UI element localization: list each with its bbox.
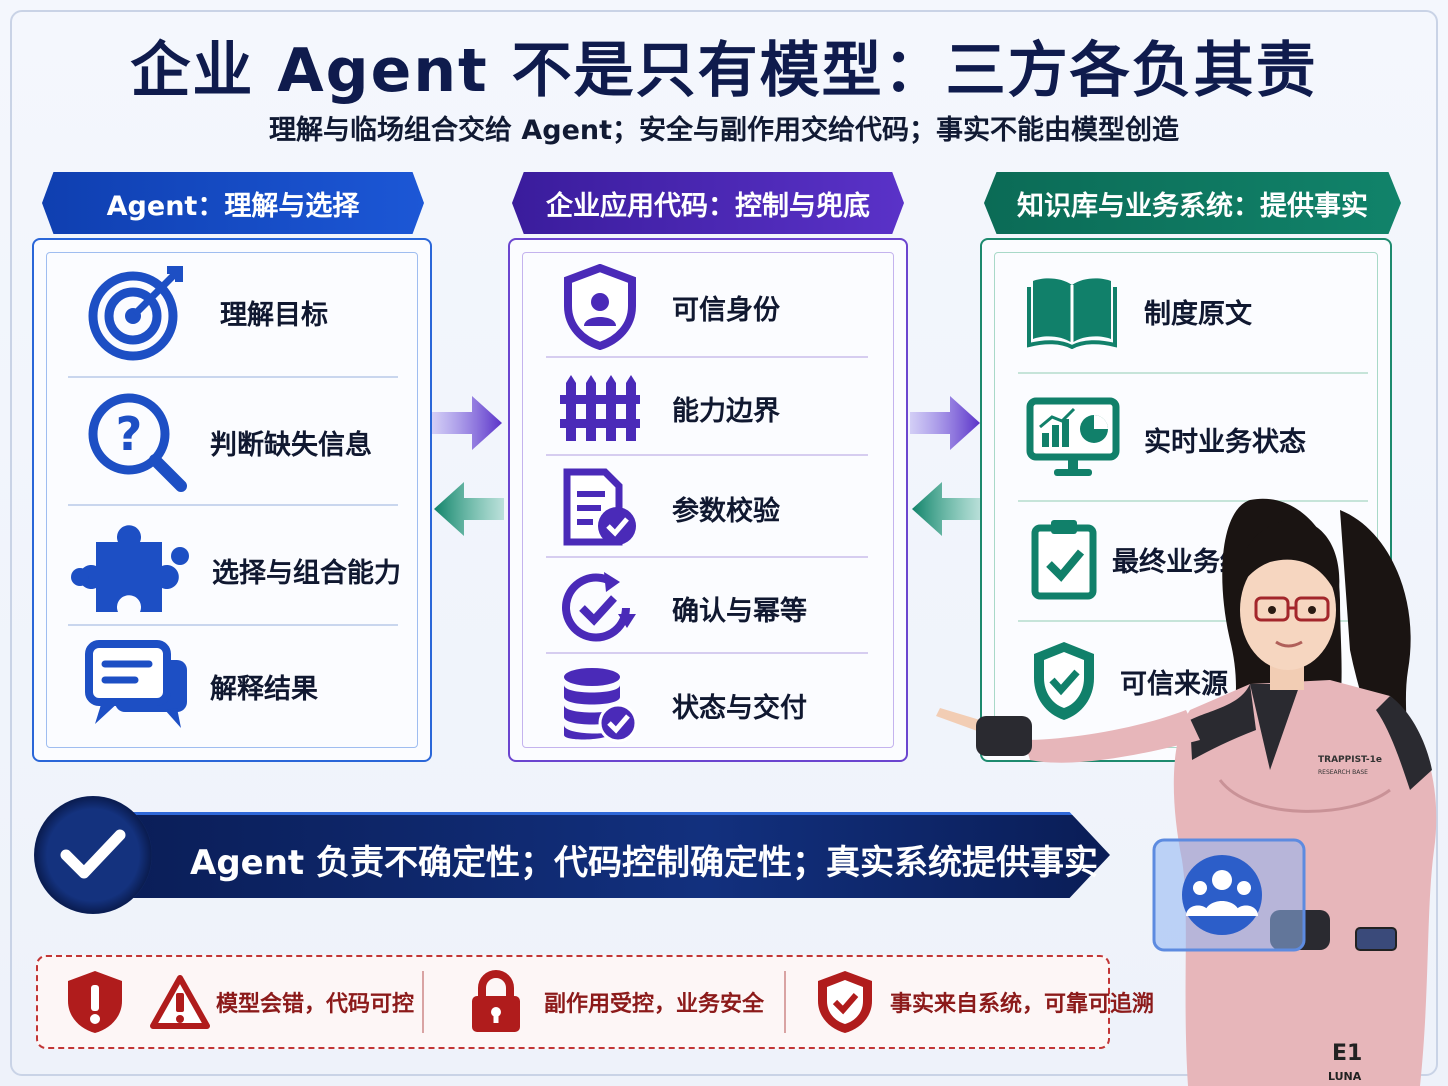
code-column-box: 可信身份 能力边界 (508, 238, 908, 762)
target-icon (82, 262, 192, 362)
arrow-left-icon (912, 482, 982, 536)
chat-bubbles-icon (82, 638, 192, 734)
shield-check-icon (1026, 638, 1102, 724)
warning-label: 事实来自系统，可靠可追溯 (890, 992, 1155, 1017)
knowledge-column-header: 知识库与业务系统：提供事实 (984, 172, 1401, 234)
suit-name: LUNA (1328, 1070, 1362, 1083)
database-check-icon (558, 665, 642, 745)
knowledge-item-realtime: 实时业务状态 (1026, 396, 1306, 482)
agent-column-box: 理解目标 ? 判断缺失信息 选择与组合能力 (32, 238, 432, 762)
agent-item-label: 理解目标 (220, 299, 328, 331)
code-column-header: 企业应用代码：控制与兜底 (512, 172, 904, 234)
code-item-identity: 可信身份 (560, 262, 780, 352)
agent-item-label: 选择与组合能力 (212, 557, 401, 589)
svg-text:?: ? (116, 407, 143, 461)
agent-item-compose: 选择与组合能力 (68, 516, 401, 624)
warning-item-sideeffect: 副作用受控，业务安全 (468, 957, 764, 1047)
book-icon (1026, 273, 1118, 349)
code-item-label: 参数校验 (672, 495, 780, 527)
banner-text: Agent 负责不确定性；代码控制确定性；真实系统提供事实 (190, 843, 1099, 883)
warning-strip: 模型会错，代码可控 副作用受控，业务安全 事实来自系统，可靠可追溯 (36, 955, 1154, 1049)
warning-item-model: 模型会错，代码可控 (66, 957, 414, 1047)
padlock-icon (472, 970, 520, 1032)
agent-item-missing-info: ? 判断缺失信息 (82, 390, 372, 494)
knowledge-item-label: 实时业务状态 (1144, 426, 1306, 458)
warning-item-facts: 事实来自系统，可靠可追溯 (816, 957, 1154, 1047)
warning-label: 副作用受控，业务安全 (544, 992, 765, 1017)
code-column: 企业应用代码：控制与兜底 可信身份 (508, 172, 908, 762)
presenter-character: TRAPPIST-1e RESEARCH BASE E1 LUNA (936, 498, 1437, 1086)
fence-icon (558, 373, 642, 443)
agent-item-explain: 解释结果 (82, 638, 318, 734)
agent-item-label: 解释结果 (210, 673, 318, 705)
code-item-label: 能力边界 (672, 395, 780, 427)
code-item-label: 确认与幂等 (672, 595, 807, 627)
arrow-left-icon (434, 482, 504, 536)
knowledge-item-label: 可信来源 (1120, 668, 1228, 700)
knowledge-item-source: 可信来源 (1026, 636, 1228, 726)
agent-column: Agent：理解与选择 理解目标 ? (32, 172, 432, 762)
arrow-right-icon (432, 396, 502, 450)
puzzle-icon (68, 516, 192, 624)
suit-code: E1 (1332, 1041, 1362, 1066)
code-item-idempotent: 确认与幂等 (558, 568, 807, 648)
code-item-label: 可信身份 (672, 294, 780, 326)
code-item-validation: 参数校验 (558, 466, 780, 550)
knowledge-item-result: 最终业务结果 (1026, 516, 1274, 602)
agent-column-header: Agent：理解与选择 (42, 172, 424, 234)
suit-badge: TRAPPIST-1e (1318, 755, 1382, 765)
knowledge-item-label: 制度原文 (1144, 298, 1252, 330)
agent-item-goal: 理解目标 (82, 262, 328, 362)
page-subtitle: 理解与临场组合交给 Agent；安全与副作用交给代码；事实不能由模型创造 (268, 115, 1180, 146)
clipboard-check-icon (1026, 518, 1102, 600)
shield-check-icon (818, 971, 872, 1033)
document-check-icon (558, 468, 642, 548)
agent-item-label: 判断缺失信息 (210, 429, 372, 461)
warning-triangle-icon (150, 975, 210, 1029)
warning-label: 模型会错，代码可控 (216, 992, 415, 1017)
summary-banner: Agent 负责不确定性；代码控制确定性；真实系统提供事实 (30, 790, 1115, 918)
shield-exclamation-icon (68, 971, 122, 1033)
code-item-boundary: 能力边界 (558, 368, 780, 448)
suit-badge-sub: RESEARCH BASE (1318, 769, 1368, 776)
refresh-check-icon (558, 570, 642, 646)
shield-user-icon (560, 264, 640, 350)
code-item-state: 状态与交付 (558, 664, 807, 746)
monitor-chart-icon (1026, 397, 1120, 481)
question-magnifier-icon: ? (82, 390, 192, 494)
group-users-icon (1186, 870, 1258, 916)
knowledge-item-policy: 制度原文 (1026, 268, 1252, 354)
check-icon (34, 796, 152, 914)
code-item-label: 状态与交付 (672, 692, 807, 724)
arrow-right-icon (910, 396, 980, 450)
page-title: 企业 Agent 不是只有模型：三方各负其责 (130, 36, 1318, 106)
